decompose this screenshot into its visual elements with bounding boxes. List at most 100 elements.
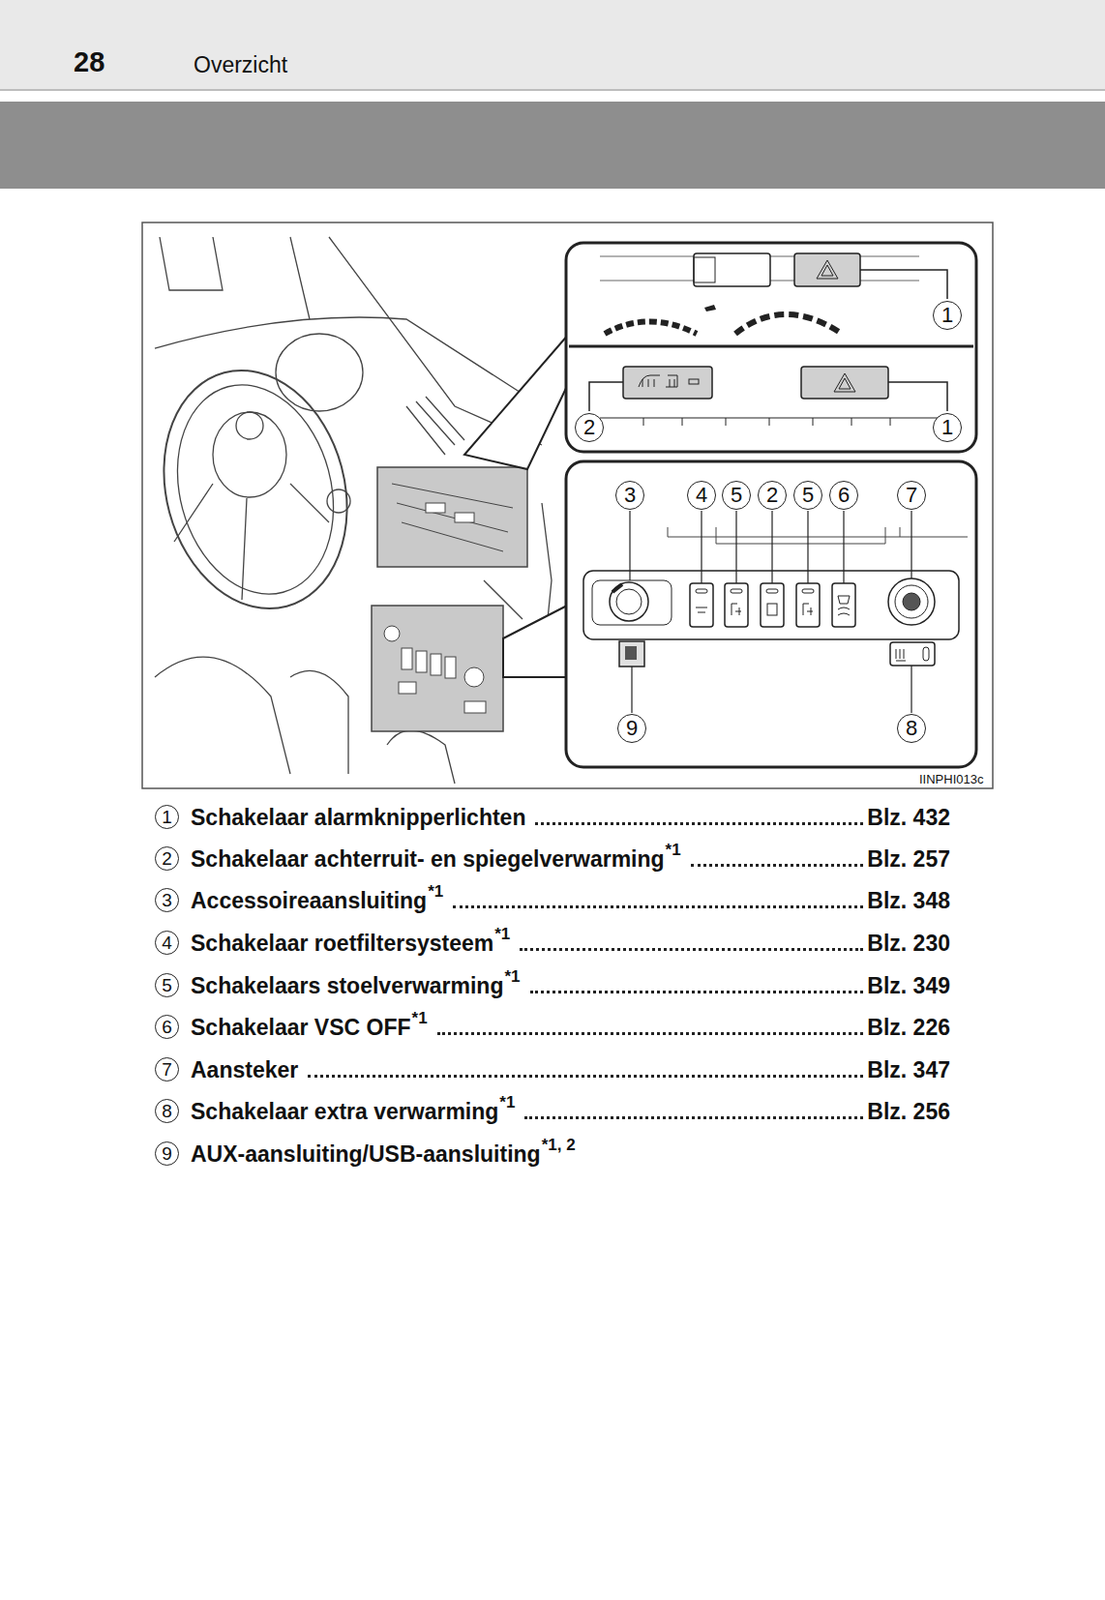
header-bands-part	[0, 89, 1105, 91]
index-row: 3 Accessoireaansluiting*1 Blz. 348	[154, 882, 951, 916]
item-number: 4	[154, 930, 180, 956]
inset-thumbnails-part	[464, 667, 484, 687]
bottom-inset-part	[895, 585, 928, 619]
top-inset-part	[693, 257, 716, 283]
dashboard-drawing-part	[290, 670, 349, 775]
inset-thumbnails-part	[425, 503, 446, 513]
bottom-inset-part	[695, 589, 850, 616]
page-reference: Blz. 257	[866, 844, 951, 874]
item-name: AUX-aansluiting/USB-aansluiting	[190, 1139, 541, 1169]
callout-number: 3	[615, 480, 645, 510]
dashboard-drawing-part	[406, 396, 465, 455]
figure-frame	[142, 222, 993, 789]
inset-thumbnails-part	[377, 467, 528, 568]
dashboard-drawing-part	[159, 237, 223, 291]
dashboard-drawing-part	[154, 657, 291, 775]
page-reference: Blz. 230	[866, 928, 951, 958]
page-reference: Blz. 256	[866, 1097, 951, 1127]
figure-code: IINPHI013c	[919, 772, 984, 787]
top-inset-part	[623, 366, 713, 399]
header-bands-part	[0, 101, 1105, 189]
footnote-mark: *1	[504, 968, 520, 986]
item-number: 5	[154, 973, 180, 998]
callout-number: 1	[932, 300, 962, 330]
top-inset-part	[568, 345, 974, 349]
bottom-inset-part	[888, 578, 935, 626]
dashboard-drawing-part	[290, 237, 310, 320]
bottom-inset	[566, 461, 977, 768]
dot-leader	[452, 905, 864, 909]
page-reference: Blz. 348	[866, 886, 951, 916]
dot-leader	[530, 990, 865, 994]
page-reference: Blz. 349	[866, 971, 951, 1001]
top-inset-part	[801, 366, 889, 399]
callout-number: 2	[574, 413, 604, 443]
bottom-inset-part	[724, 583, 748, 628]
item-number: 7	[154, 1057, 180, 1082]
item-name: Aansteker	[190, 1055, 299, 1085]
bottom-inset-part	[802, 589, 814, 594]
inset-thumbnails-part	[371, 605, 504, 732]
page-reference: Blz. 347	[866, 1055, 951, 1085]
top-inset-part	[704, 304, 717, 312]
footnote-mark: *1	[499, 1094, 515, 1111]
bottom-inset-part	[583, 570, 959, 640]
dot-leader	[535, 822, 864, 826]
inset-thumbnails-part	[464, 701, 486, 714]
item-number: 8	[154, 1099, 180, 1124]
item-number: 3	[154, 888, 180, 913]
top-inset-part	[888, 382, 948, 412]
dashboard-drawing-part	[212, 412, 287, 498]
bottom-inset-part	[837, 596, 850, 616]
bottom-inset-part	[695, 607, 708, 613]
bottom-inset-part	[592, 580, 672, 626]
top-inset-part	[834, 373, 856, 392]
bottom-inset-part	[689, 583, 856, 628]
index-row: 4Schakelaar roetfiltersysteem*1Blz. 230	[154, 925, 951, 958]
callout-number: 6	[829, 480, 859, 510]
dot-leader	[519, 948, 864, 952]
header-bands-part	[0, 0, 1105, 90]
dashboard-drawing-part	[327, 489, 351, 513]
index-row: 2Schakelaar achterruit- en spiegelverwar…	[154, 840, 951, 874]
top-inset-part	[638, 375, 678, 388]
dot-leader	[690, 864, 865, 867]
dashboard-drawing-part	[387, 730, 455, 784]
bottom-inset-part	[832, 583, 856, 628]
item-number: 9	[154, 1141, 180, 1166]
item-number: 2	[154, 846, 180, 871]
bottom-inset-part	[667, 527, 968, 538]
bottom-inset-part	[689, 583, 714, 628]
dashboard-drawing-part	[236, 412, 264, 440]
callout-number: 2	[757, 480, 787, 510]
bottom-inset-part	[625, 646, 637, 660]
bottom-inset-part	[923, 647, 929, 661]
bottom-inset-part	[619, 641, 645, 667]
bottom-inset-part	[731, 603, 742, 616]
item-name: Accessoireaansluiting	[190, 886, 427, 916]
page-reference: Blz. 432	[866, 803, 951, 833]
inset-thumbnails-part	[391, 483, 513, 552]
dot-leader	[437, 1032, 865, 1036]
bottom-inset-part	[766, 589, 778, 594]
top-inset-part	[816, 260, 838, 279]
bottom-inset-part	[609, 582, 649, 622]
page-number: 28	[73, 46, 105, 79]
callout-number: 8	[896, 714, 926, 744]
inset-thumbnails	[371, 467, 528, 732]
inset-thumbnails-part	[454, 512, 475, 523]
index-row: 8Schakelaar extra verwarming*1Blz. 256	[154, 1093, 951, 1127]
footnote-mark: *1	[412, 1010, 428, 1027]
item-name: Schakelaar roetfiltersysteem	[190, 928, 494, 958]
inset-thumbnails-part	[401, 648, 413, 670]
index-row: 5Schakelaars stoelverwarming*1Blz. 349	[154, 967, 951, 1001]
callout-number: 5	[793, 480, 823, 510]
top-inset-part	[688, 379, 699, 385]
dashboard-drawing-part	[138, 349, 373, 629]
dashboard-drawing-part	[174, 483, 329, 600]
dot-leader	[307, 1075, 864, 1078]
figure-frame-part	[142, 222, 993, 789]
footnote-mark: *1	[427, 883, 444, 900]
page-section-title: Overzicht	[193, 52, 288, 79]
top-inset-part	[589, 382, 624, 412]
